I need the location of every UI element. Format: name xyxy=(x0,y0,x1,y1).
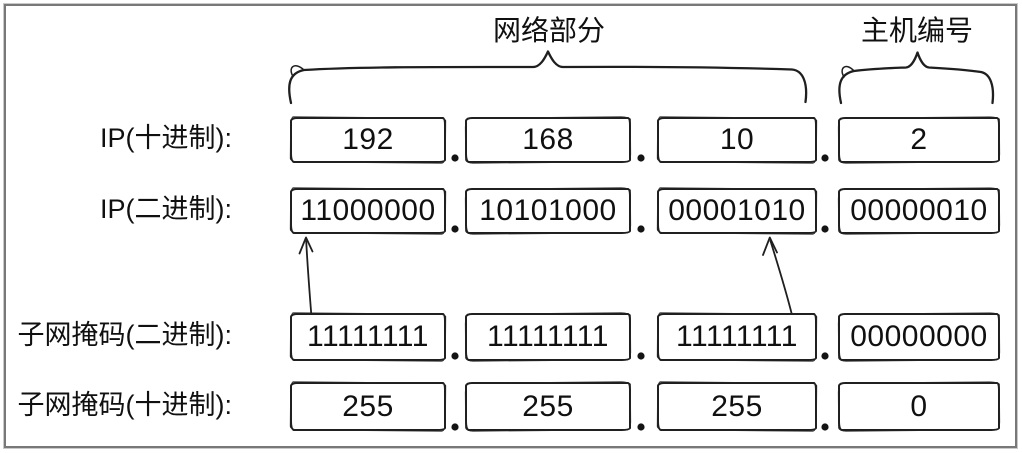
octet-box-mask-binary-2: 11111111 xyxy=(465,313,631,361)
octet-value: 11111111 xyxy=(676,320,798,353)
network-portion-label: 网络部分 xyxy=(492,15,605,46)
octet-value: 168 xyxy=(522,123,574,156)
row-label-mask-decimal: 子网掩码(十进制): xyxy=(17,390,232,420)
octet-box-mask-binary-4: 00000000 xyxy=(838,313,1000,361)
octet-box-ip-decimal-1: 192 xyxy=(290,117,446,163)
row-label-ip-decimal: IP(十进制): xyxy=(100,123,232,153)
outer-border xyxy=(4,4,1017,448)
octet-value: 11111111 xyxy=(487,320,609,353)
octet-value: 00000000 xyxy=(850,320,988,353)
octet-value: 11000000 xyxy=(300,194,436,227)
octet-value: 255 xyxy=(342,389,394,423)
octet-box-ip-binary-4: 00000010 xyxy=(838,188,1000,234)
octet-box-mask-binary-1: 11111111 xyxy=(290,313,446,361)
octet-box-ip-binary-2: 10101000 xyxy=(465,188,631,234)
octet-value: 10 xyxy=(719,123,755,156)
octet-value: 255 xyxy=(711,389,763,423)
octet-value: 255 xyxy=(522,389,574,423)
octet-box-ip-decimal-4: 2 xyxy=(838,117,1000,163)
octet-value: 00000010 xyxy=(850,194,988,227)
octet-box-ip-binary-1: 11000000 xyxy=(290,188,446,234)
row-label-mask-binary: 子网掩码(二进制): xyxy=(17,320,232,350)
octet-value: 0 xyxy=(910,389,928,423)
octet-value: 2 xyxy=(910,123,928,156)
host-number-label: 主机编号 xyxy=(860,15,973,46)
octet-box-ip-decimal-2: 168 xyxy=(465,117,631,163)
octet-box-mask-decimal-3: 255 xyxy=(657,382,817,431)
octet-value: 00001010 xyxy=(668,194,806,227)
octet-box-mask-decimal-4: 0 xyxy=(838,382,1000,431)
octet-box-mask-decimal-1: 255 xyxy=(290,382,446,431)
row-label-ip-binary: IP(二进制): xyxy=(100,194,232,224)
octet-value: 192 xyxy=(342,123,394,156)
octet-box-mask-binary-3: 11111111 xyxy=(657,313,817,361)
octet-value: 11111111 xyxy=(307,320,429,353)
octet-box-mask-decimal-2: 255 xyxy=(465,382,631,431)
octet-box-ip-binary-3: 00001010 xyxy=(657,188,817,234)
octet-box-ip-decimal-3: 10 xyxy=(657,117,817,163)
octet-value: 10101000 xyxy=(479,194,617,227)
